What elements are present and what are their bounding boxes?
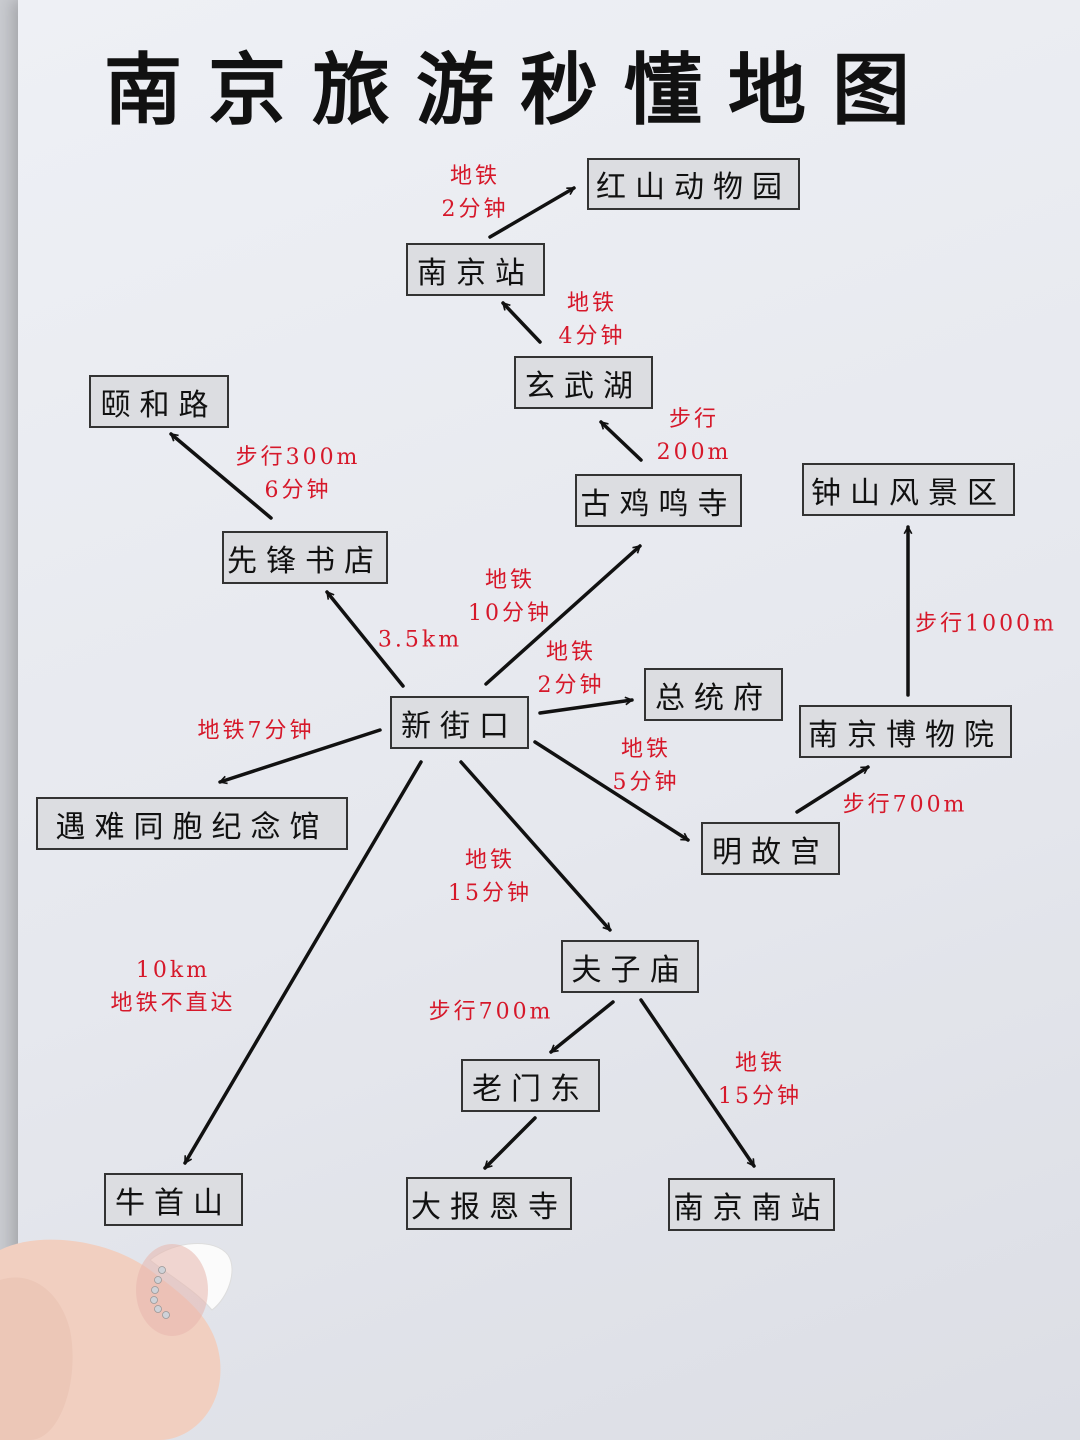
node-ming-palace: 明故宫 (701, 822, 840, 875)
node-yihe-road: 颐和路 (89, 375, 229, 428)
node-memorial-hall: 遇难同胞纪念馆 (36, 797, 348, 850)
node-nanjing-museum: 南京博物院 (799, 705, 1012, 758)
label-ming-museum: 步行700m (842, 792, 968, 818)
nail-decoration-icon (150, 1266, 170, 1319)
map-title: 南京旅游秒懂地图 (103, 45, 936, 136)
label-xinjiekou-memorial: 地铁7分钟 (197, 718, 315, 744)
node-xinjiekou: 新街口 (390, 696, 529, 749)
arrow-xinjiekou-ming (533, 740, 690, 842)
arrow-fuzimiao-laomendong (549, 1000, 615, 1054)
arrow-xinjiekou-president (538, 700, 634, 715)
arrow-xinjiekou-jiming (484, 544, 642, 686)
arrow-fuzimiao-south (639, 998, 756, 1168)
node-zhongshan-scenic: 钟山风景区 (802, 463, 1015, 516)
hand-photo (0, 1239, 233, 1440)
arrow-ming-museum (795, 765, 870, 814)
node-jiming-temple: 古鸡鸣寺 (575, 474, 742, 527)
node-hongshan-zoo: 红山动物园 (587, 158, 800, 210)
node-laomendong: 老门东 (461, 1059, 600, 1112)
node-nanjing-south-station: 南京南站 (668, 1178, 835, 1231)
arrow-xinjiekou-niushou (183, 760, 423, 1165)
node-nanjing-station: 南京站 (406, 243, 545, 296)
arrow-laomendong-dabaoen (483, 1116, 537, 1170)
arrow-xinjiekou-memorial (218, 728, 382, 782)
label-fuzimiao-laomendong: 步行700m (428, 999, 554, 1025)
node-fuzimiao: 夫子庙 (561, 940, 699, 993)
node-presidential-palace: 总统府 (644, 668, 783, 721)
node-niushou-mountain: 牛首山 (104, 1173, 243, 1226)
node-xianfeng-bookstore: 先锋书店 (222, 531, 388, 584)
arrow-xianfeng-yihe (169, 432, 273, 520)
arrow-xinjiekou-fuzimiao (459, 760, 612, 932)
arrow-jiming-xuanwu (599, 420, 643, 462)
arrow-xinjiekou-xianfeng (325, 590, 405, 688)
arrow-xuanwu-station (501, 301, 542, 344)
label-xinjiekou-xianfeng: 3.5km (377, 627, 463, 653)
node-dabaoen-temple: 大报恩寺 (406, 1177, 572, 1230)
label-museum-zhongshan: 步行1000m (915, 611, 1057, 637)
node-xuanwu-lake: 玄武湖 (514, 356, 653, 409)
arrow-station-hongshan (488, 186, 576, 239)
